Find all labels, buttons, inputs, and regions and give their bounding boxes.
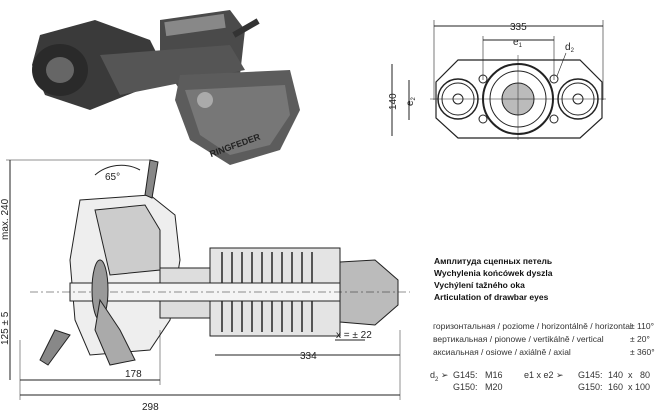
dim-e2: e2 — [405, 96, 417, 106]
dim-140: 140 — [388, 93, 399, 110]
heading-en: Articulation of drawbar eyes — [434, 292, 549, 302]
product-photo: RINGFEDER — [32, 10, 300, 165]
side-section-view — [6, 159, 410, 400]
front-view — [391, 20, 606, 140]
dim-d2: d2 — [565, 42, 575, 54]
spec-d2-g145-value: M16 — [485, 370, 503, 380]
dim-335: 335 — [510, 22, 527, 33]
row-horizontal-label: горизонтальная / poziome / horizontálně … — [433, 321, 632, 331]
spec-e-label: e1 x e2 ➢ — [524, 370, 564, 380]
spec-e-g145-value: 140 x 80 — [608, 370, 651, 380]
dim-334: 334 — [300, 351, 317, 362]
dim-125: 125 ± 5 — [0, 311, 11, 345]
spec-d2-g150-value: M20 — [485, 382, 503, 392]
dim-e1: e1 — [513, 37, 523, 49]
dim-298: 298 — [142, 402, 159, 413]
spec-e-g145-model: G145: — [578, 370, 603, 380]
dim-178: 178 — [125, 369, 142, 380]
heading-ru: Амплитуда сцепных петель — [434, 256, 553, 266]
spec-d2-label: d2 ➢ — [430, 370, 449, 383]
spec-e-g150-value: 160 x 100 — [608, 382, 651, 392]
dim-max-240: max. 240 — [0, 198, 11, 240]
row-axial-label: аксиальная / osiowe / axiálně / axial — [433, 347, 571, 357]
dim-x-travel: x = ± 22 — [336, 330, 372, 341]
heading-cz: Vychýlení tažného oka — [434, 280, 525, 290]
spec-d2-g150-model: G150: — [453, 382, 478, 392]
heading-pl: Wychylenia końcówek dyszla — [434, 268, 553, 278]
row-axial-value: ± 360° — [630, 347, 655, 357]
dim-angle: 65° — [105, 172, 120, 183]
row-vertical-label: вертикальная / pionowe / vertikálně / ve… — [433, 334, 604, 344]
spec-d2-g145-model: G145: — [453, 370, 478, 380]
row-horizontal-value: ± 110° — [630, 321, 654, 331]
spec-e-g150-model: G150: — [578, 382, 603, 392]
row-vertical-value: ± 20° — [630, 334, 650, 344]
